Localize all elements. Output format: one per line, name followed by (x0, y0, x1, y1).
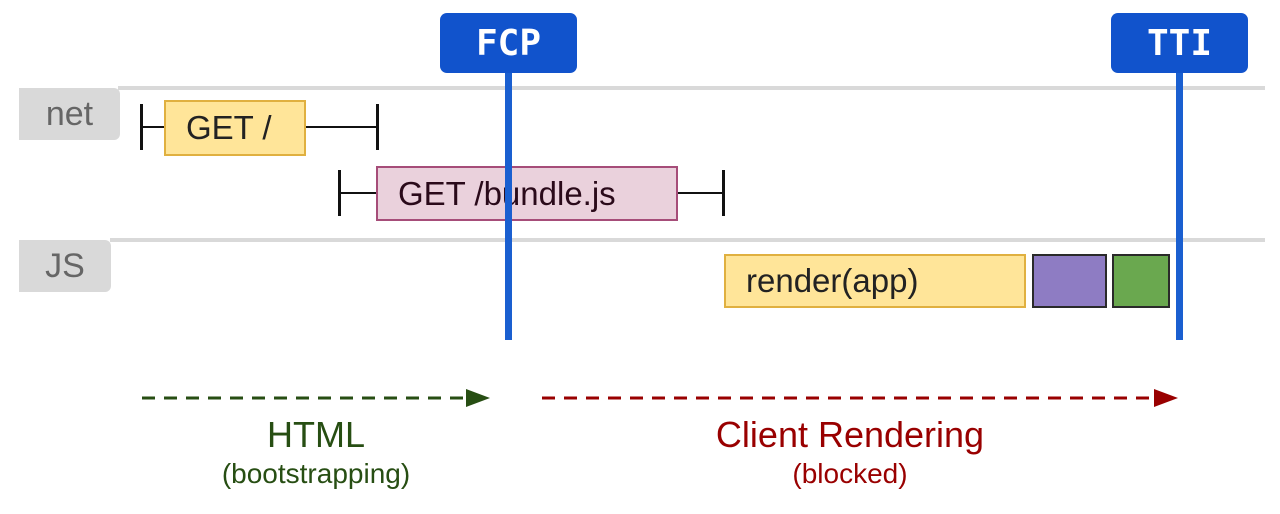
get-root-end-cap (376, 104, 379, 150)
get-root-start-cap (140, 104, 143, 150)
net-lane-line (118, 86, 1265, 90)
tti-marker-badge: TTI (1111, 13, 1248, 73)
html-phase-caption: HTML (bootstrapping) (166, 414, 466, 490)
render-app-bar: render(app) (724, 254, 1026, 308)
client-phase-arrow (542, 389, 1178, 407)
render-app-label: render(app) (746, 262, 919, 299)
client-phase-subtitle: (blocked) (792, 458, 908, 489)
get-root-bar: GET / (164, 100, 306, 156)
green-task-block (1112, 254, 1170, 308)
fcp-marker-label: FCP (475, 22, 542, 64)
fcp-marker-badge: FCP (440, 13, 577, 73)
get-bundle-bar: GET /bundle.js (376, 166, 678, 221)
html-phase-arrow (142, 389, 490, 407)
get-bundle-lead-line (340, 192, 378, 194)
fcp-marker-line (505, 70, 512, 340)
get-root-label: GET / (186, 109, 272, 146)
client-phase-caption: Client Rendering (blocked) (650, 414, 1050, 490)
purple-task-block (1032, 254, 1107, 308)
get-root-tail-line (304, 126, 378, 128)
get-root-lead-line (142, 126, 166, 128)
tti-marker-line (1176, 70, 1183, 340)
client-phase-title: Client Rendering (715, 414, 985, 455)
get-bundle-start-cap (338, 170, 341, 216)
html-phase-subtitle: (bootstrapping) (221, 458, 411, 489)
get-bundle-tail-line (676, 192, 724, 194)
html-phase-title: HTML (267, 414, 365, 455)
js-lane-label: JS (19, 240, 111, 292)
get-bundle-end-cap (722, 170, 725, 216)
tti-marker-label: TTI (1146, 22, 1213, 64)
net-lane-label: net (19, 88, 120, 140)
js-lane-line (110, 238, 1265, 242)
